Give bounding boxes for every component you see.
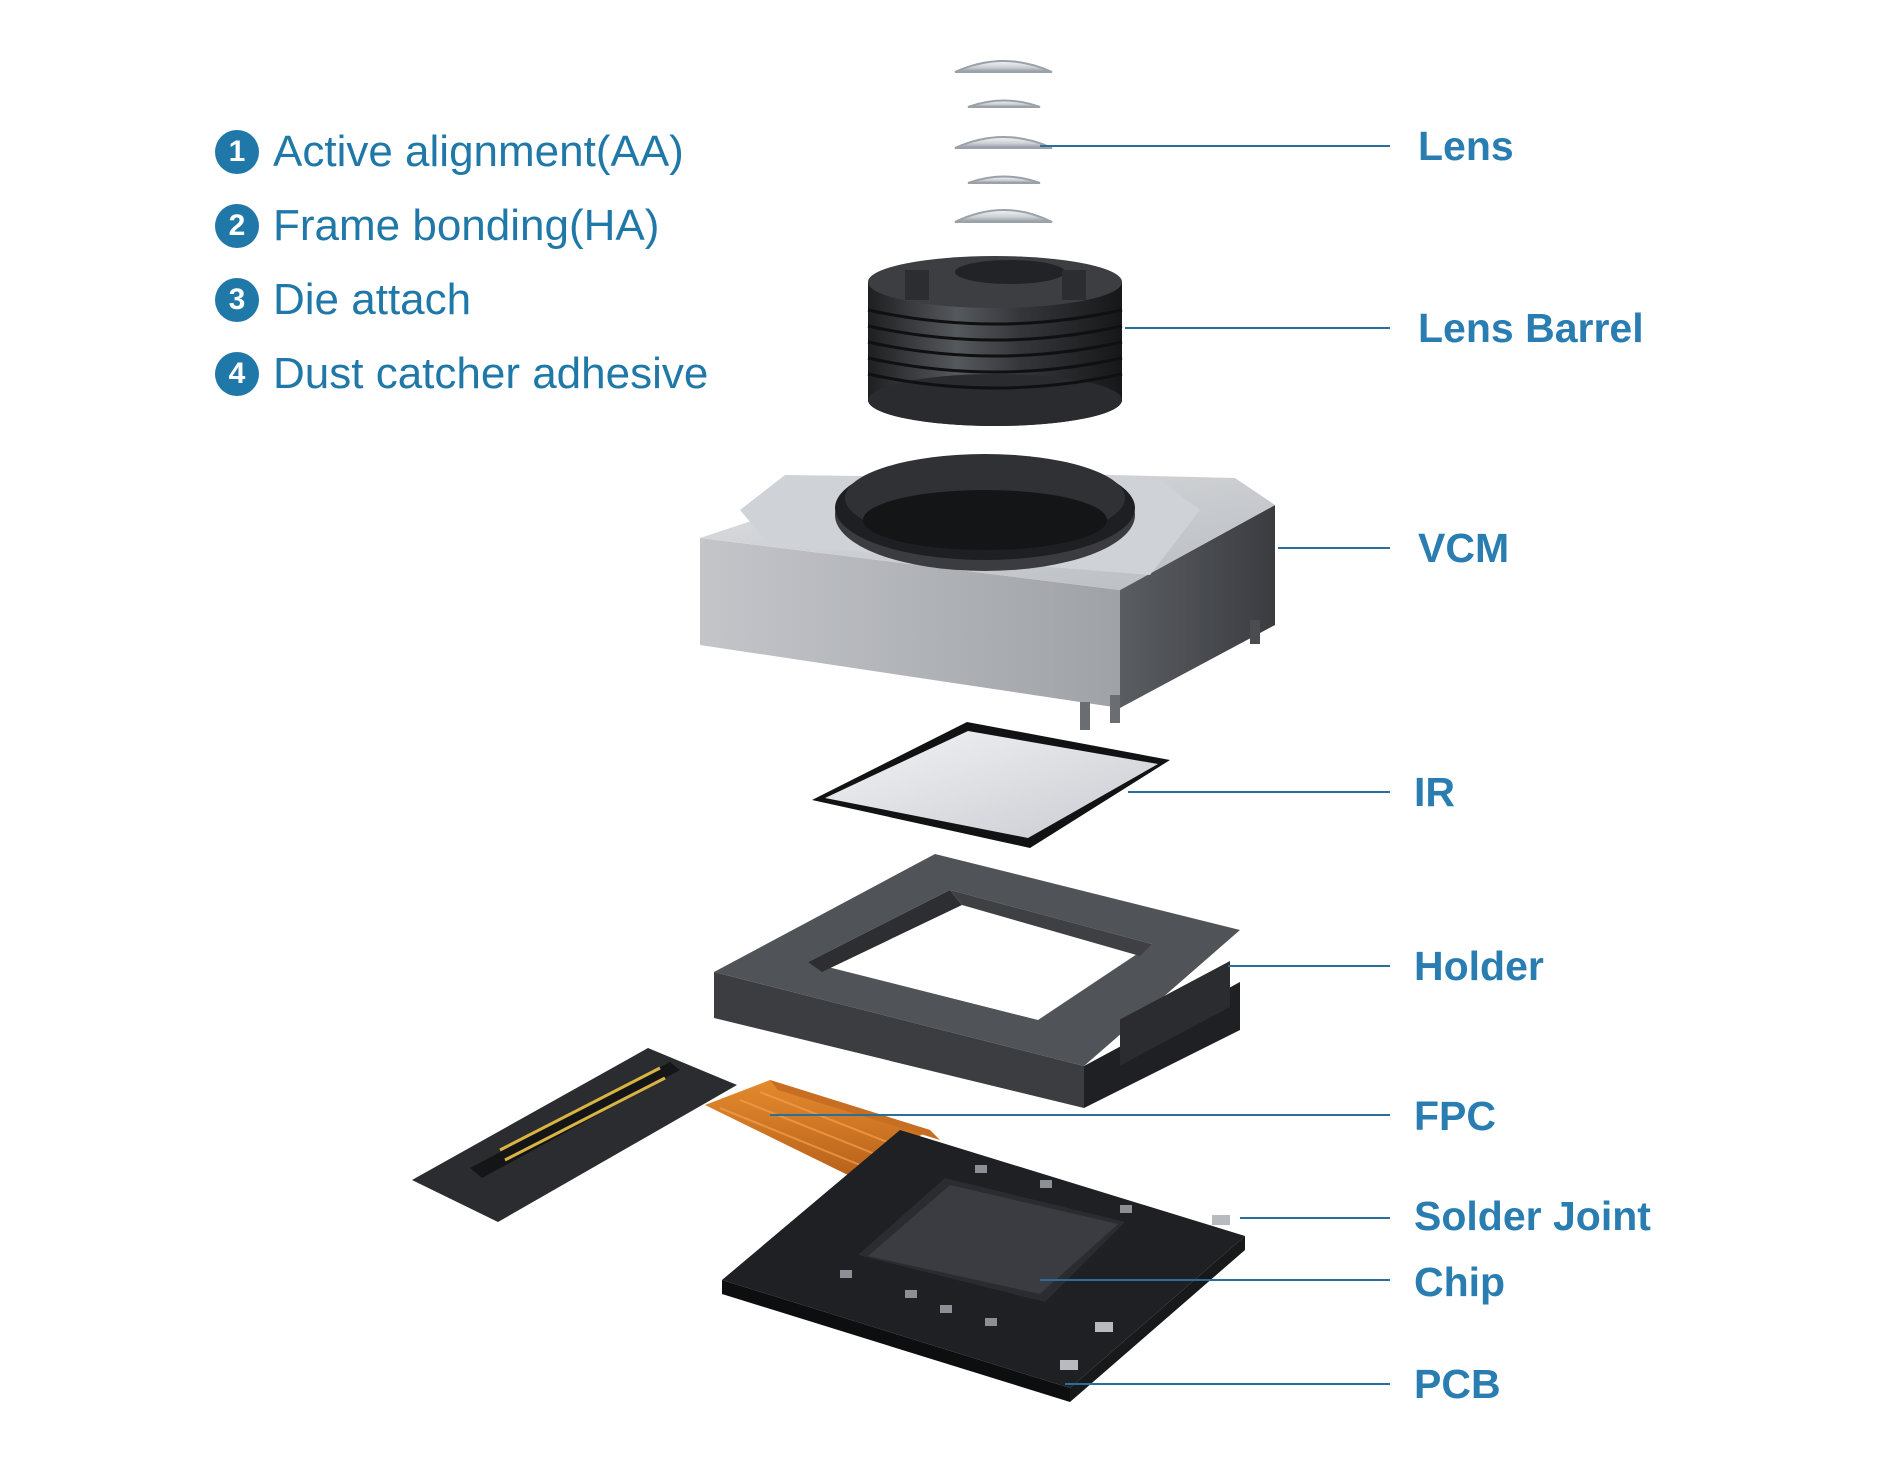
step-label: Frame bonding(HA) <box>273 201 660 250</box>
step-label: Active alignment(AA) <box>273 127 684 176</box>
step-number-badge: 1 <box>215 130 259 174</box>
leader-lines <box>770 145 1390 1385</box>
process-step: 4 Dust catcher adhesive <box>215 337 708 411</box>
label-lens-barrel: Lens Barrel <box>1418 305 1644 351</box>
label-fpc: FPC <box>1414 1093 1496 1139</box>
label-lens: Lens <box>1418 123 1514 169</box>
process-step: 3 Die attach <box>215 263 708 337</box>
fpc-part <box>412 1048 940 1222</box>
step-label: Die attach <box>273 275 472 324</box>
label-pcb: PCB <box>1414 1361 1501 1407</box>
process-step: 2 Frame bonding(HA) <box>215 189 708 263</box>
vcm-part <box>700 454 1275 730</box>
label-chip: Chip <box>1414 1259 1506 1305</box>
lens-barrel-part <box>867 256 1123 426</box>
step-number-badge: 4 <box>215 352 259 396</box>
ir-filter-part <box>812 722 1170 848</box>
label-holder: Holder <box>1414 943 1544 989</box>
holder-part <box>714 854 1240 1108</box>
lens-stack <box>954 60 1053 223</box>
process-step: 1 Active alignment(AA) <box>215 115 708 189</box>
label-vcm: VCM <box>1418 525 1510 571</box>
step-number-badge: 3 <box>215 278 259 322</box>
pcb-part <box>722 1130 1245 1402</box>
process-step-list: 1 Active alignment(AA) 2 Frame bonding(H… <box>215 115 708 411</box>
label-ir: IR <box>1414 769 1455 815</box>
step-number-badge: 2 <box>215 204 259 248</box>
label-solder-joint: Solder Joint <box>1414 1193 1651 1239</box>
step-label: Dust catcher adhesive <box>273 349 709 398</box>
